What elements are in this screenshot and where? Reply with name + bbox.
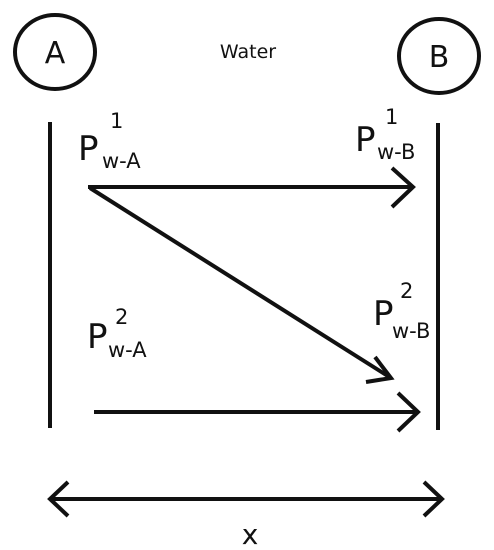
node-a-label: A <box>45 36 66 71</box>
svg-text:w-B: w-B <box>392 319 430 343</box>
pressure-label-p-w-b-1: P 1 w-B <box>355 105 415 164</box>
svg-text:2: 2 <box>115 305 128 329</box>
medium-label: Water <box>220 41 276 63</box>
svg-text:1: 1 <box>110 109 123 133</box>
svg-text:P: P <box>373 294 394 334</box>
pressure-label-p-w-b-2: P 2 w-B <box>373 279 430 343</box>
pressure-label-p-w-a-2: P 2 w-A <box>87 305 147 362</box>
svg-text:w-B: w-B <box>377 140 415 164</box>
svg-text:P: P <box>355 120 376 160</box>
distance-label: x <box>242 518 259 550</box>
node-b-circle <box>397 17 481 95</box>
arrow-bottom-horizontal <box>94 391 421 433</box>
svg-text:2: 2 <box>400 279 413 303</box>
svg-text:P: P <box>87 317 108 357</box>
svg-text:1: 1 <box>385 105 398 129</box>
node-a-circle <box>13 13 97 91</box>
distance-arrow <box>47 480 445 518</box>
pressure-label-p-w-a-1: P 1 w-A <box>78 109 141 173</box>
svg-text:P: P <box>78 129 99 169</box>
arrow-top-horizontal <box>88 166 416 209</box>
arrow-diagonal <box>88 186 395 384</box>
svg-text:w-A: w-A <box>102 149 141 173</box>
svg-text:w-A: w-A <box>108 338 147 362</box>
node-b-label: B <box>429 40 450 75</box>
